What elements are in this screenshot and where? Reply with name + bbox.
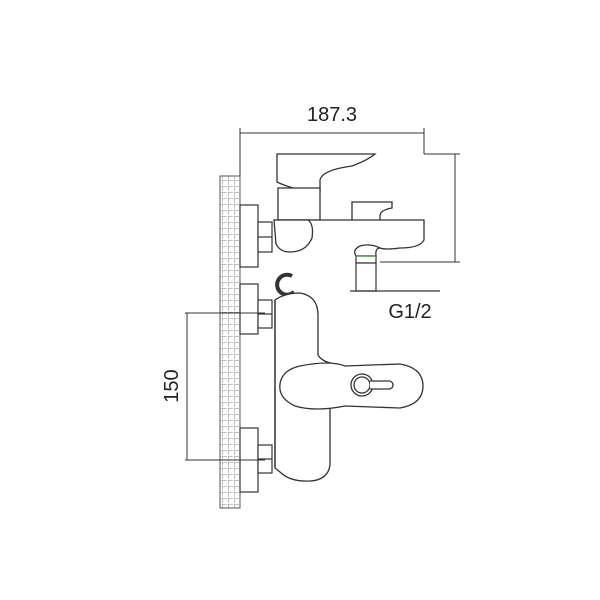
shower-hook bbox=[275, 272, 296, 297]
mixer-lever bbox=[279, 362, 424, 410]
wall-connectors bbox=[239, 204, 273, 493]
spacing-label: 150 bbox=[161, 369, 183, 402]
wall-section bbox=[219, 175, 241, 509]
width-dimension bbox=[239, 128, 425, 176]
spout-outlet bbox=[350, 255, 440, 292]
thread-label: G1/2 bbox=[388, 301, 431, 323]
height-dimension bbox=[380, 153, 460, 263]
width-label: 187.3 bbox=[307, 104, 357, 126]
spout-body bbox=[273, 153, 425, 257]
spacing-dimension bbox=[185, 312, 265, 461]
